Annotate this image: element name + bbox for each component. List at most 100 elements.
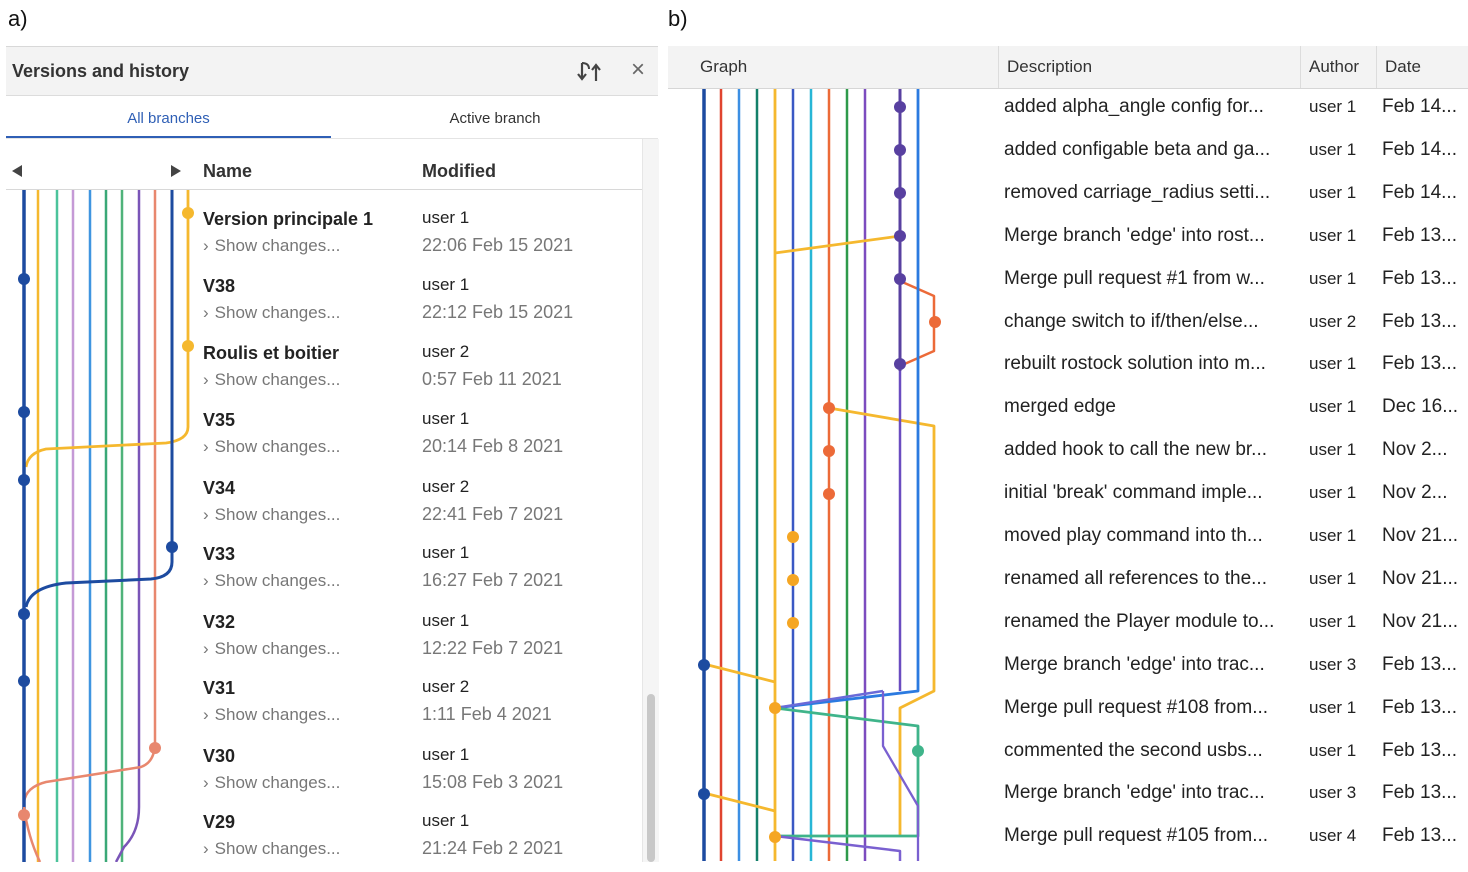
commit-node[interactable] [823, 402, 835, 414]
column-name[interactable]: Name [203, 161, 253, 181]
version-node[interactable] [182, 207, 194, 219]
show-changes-link[interactable]: ›Show changes... [203, 236, 340, 256]
commit-description: rebuilt rostock solution into m... [1004, 353, 1266, 375]
commit-row[interactable]: added hook to call the new br... user 1 No… [1004, 439, 1464, 479]
version-node[interactable] [18, 474, 30, 486]
commit-author: user 1 [1309, 740, 1357, 760]
version-node[interactable] [149, 742, 161, 754]
branch-line [114, 189, 141, 862]
commit-node[interactable] [823, 445, 835, 457]
version-node[interactable] [18, 675, 30, 687]
version-node[interactable] [166, 541, 178, 553]
chevron-right-icon: › [203, 639, 209, 658]
commit-graph-panel: Graph Description Author Date added alph… [668, 46, 1468, 861]
switch-branch-icon[interactable] [576, 59, 602, 85]
column-author[interactable]: Author [1300, 46, 1376, 88]
version-date: 21:24 Feb 2 2021 [422, 838, 564, 858]
scroll-right-arrow-icon[interactable] [171, 165, 181, 177]
commit-description: change switch to if/then/else... [1004, 310, 1259, 332]
commit-description: initial 'break' command imple... [1004, 482, 1263, 504]
column-graph[interactable]: Graph [700, 57, 748, 76]
commit-node[interactable] [894, 187, 906, 199]
show-changes-link[interactable]: ›Show changes... [203, 773, 340, 793]
scroll-left-arrow-icon[interactable] [12, 165, 22, 177]
commit-author: user 1 [1309, 440, 1357, 460]
version-node[interactable] [18, 273, 30, 285]
version-node[interactable] [18, 809, 30, 821]
show-changes-link[interactable]: ›Show changes... [203, 705, 340, 725]
scrollbar-thumb[interactable] [647, 694, 655, 862]
commit-description: Merge pull request #108 from... [1004, 696, 1269, 718]
commit-date: Feb 13... [1382, 696, 1457, 718]
commit-description: removed carriage_radius setti... [1004, 181, 1271, 203]
commit-node[interactable] [769, 831, 781, 843]
close-icon[interactable]: × [630, 56, 645, 83]
commit-node[interactable] [698, 788, 710, 800]
version-node[interactable] [182, 340, 194, 352]
column-modified[interactable]: Modified [422, 161, 496, 181]
commit-node[interactable] [787, 617, 799, 629]
vertical-scrollbar[interactable] [642, 139, 659, 862]
commit-author: user 2 [1309, 311, 1357, 331]
show-changes-link[interactable]: ›Show changes... [203, 437, 340, 457]
commit-description: added hook to call the new br... [1004, 439, 1268, 461]
column-description[interactable]: Description [998, 46, 1300, 88]
show-changes-link[interactable]: ›Show changes... [203, 505, 340, 525]
commit-node[interactable] [894, 101, 906, 113]
commit-description: Merge pull request #105 from... [1004, 825, 1269, 847]
commit-node[interactable] [823, 488, 835, 500]
branch-line [774, 689, 884, 710]
version-node[interactable] [18, 608, 30, 620]
version-row[interactable]: Version principale 1›Show changes...user… [203, 208, 633, 269]
commit-author: user 1 [1309, 611, 1357, 631]
show-changes-link[interactable]: ›Show changes... [203, 571, 340, 591]
commit-date: Nov 2... [1382, 439, 1448, 461]
commit-node[interactable] [894, 273, 906, 285]
commit-node[interactable] [929, 316, 941, 328]
show-changes-link[interactable]: ›Show changes... [203, 839, 340, 859]
commit-node[interactable] [912, 745, 924, 757]
version-date: 15:08 Feb 3 2021 [422, 772, 564, 792]
commit-node[interactable] [894, 358, 906, 370]
commit-node[interactable] [787, 531, 799, 543]
show-changes-link[interactable]: ›Show changes... [203, 639, 340, 659]
commit-node[interactable] [894, 230, 906, 242]
show-changes-link[interactable]: ›Show changes... [203, 303, 340, 323]
commit-node[interactable] [769, 702, 781, 714]
version-node[interactable] [18, 406, 30, 418]
commit-row[interactable]: rebuilt rostock solution into m...user 1… [1004, 353, 1464, 393]
show-changes-link[interactable]: ›Show changes... [203, 370, 340, 390]
tab-active-branch[interactable]: Active branch [449, 110, 541, 127]
commit-date: Feb 13... [1382, 353, 1457, 375]
commit-node[interactable] [698, 659, 710, 671]
commit-node[interactable] [894, 144, 906, 156]
commit-node[interactable] [787, 574, 799, 586]
tab-all-branches[interactable]: All branches [6, 96, 331, 138]
column-date[interactable]: Date [1376, 46, 1468, 88]
